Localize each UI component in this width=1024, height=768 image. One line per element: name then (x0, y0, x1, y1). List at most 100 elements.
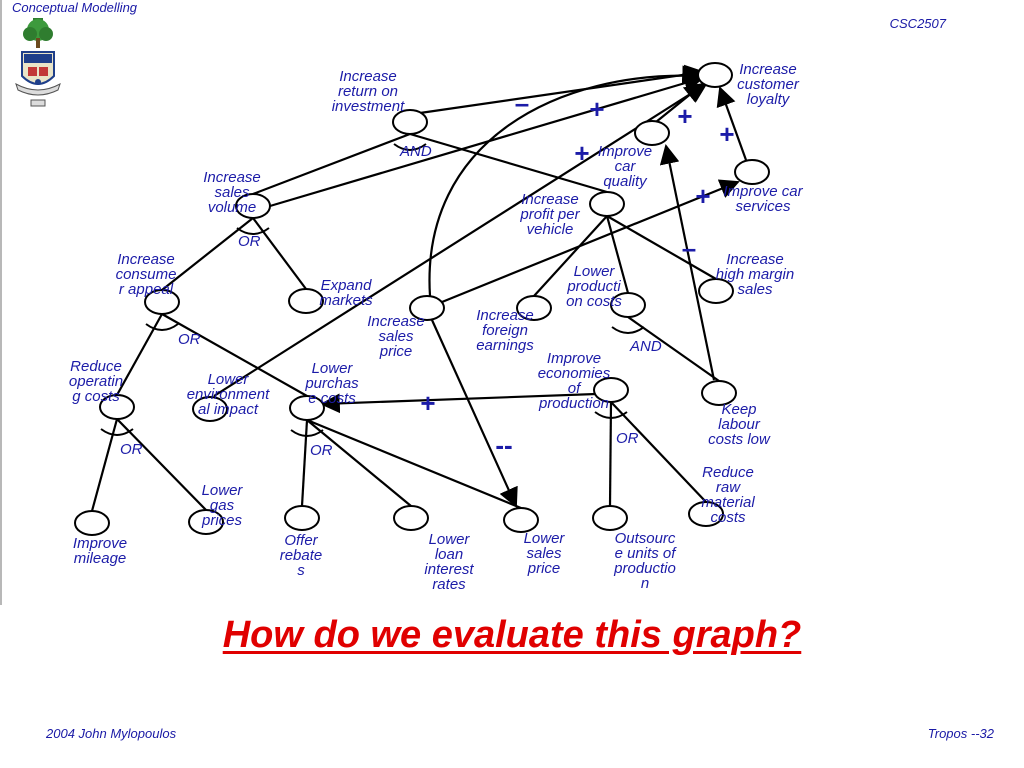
contribution-label-return_on_investment: – (515, 88, 529, 118)
contribution-link-sales_price-car_services (441, 179, 740, 304)
goal-label-line: return on (338, 83, 398, 100)
goal-node-environmental_impact (192, 396, 228, 422)
decomposition-link-economies_of_production-raw_material_costs (610, 401, 707, 503)
goal-node-purchase_costs (289, 395, 325, 421)
goal-label-line: high margin (716, 266, 794, 283)
goal-node-economies_of_production (593, 377, 629, 403)
decomposition-label-production_costs: AND (629, 338, 662, 355)
goal-label-line: r appeal (119, 281, 174, 298)
decomposition-link-sales_volume-consumer_appeal (161, 217, 254, 291)
goal-label-line: Reduce (702, 464, 754, 481)
goal-label-line: consume (116, 266, 177, 283)
goal-node-car_quality (634, 120, 670, 146)
goal-label-line: Improve (598, 143, 652, 160)
goal-label-line: quality (603, 173, 648, 190)
contribution-link-car_services-customer_loyalty (716, 86, 748, 161)
goal-label-line: vehicle (527, 221, 574, 238)
goal-label-line: sales (214, 184, 250, 201)
decomposition-label-operating_costs: OR (120, 441, 143, 458)
goal-node-raw_material_costs (688, 501, 724, 527)
goal-label-line: productio (613, 560, 676, 577)
goal-label-line: services (735, 198, 791, 215)
goal-label-line: producti (566, 278, 621, 295)
goal-node-operating_costs (99, 394, 135, 420)
decomposition-link-operating_costs-gas_prices (116, 418, 207, 511)
goal-label-line: costs (710, 509, 746, 526)
goal-label-line: sales (378, 328, 414, 345)
goal-node-improve_mileage (74, 510, 110, 536)
decomposition-arc-return_on_investment (393, 143, 427, 151)
goal-label-line: Lower (208, 371, 250, 388)
goal-label-line: loan (435, 546, 463, 563)
goal-label-line: on costs (566, 293, 622, 310)
goal-node-offer_rebates (284, 505, 320, 531)
goal-label-line: Improve car (723, 183, 803, 200)
goal-node-consumer_appeal (144, 289, 180, 315)
goal-label-line: Increase (203, 169, 261, 186)
contribution-link-return_on_investment-customer_loyalty (419, 64, 705, 115)
goal-label-line: e units of (615, 545, 678, 562)
decomposition-link-profit_per_vehicle-foreign_earnings (533, 215, 608, 297)
goal-label-line: production (538, 395, 609, 412)
goal-label-line: sales (737, 281, 773, 298)
goal-node-outsource_units (592, 505, 628, 531)
goal-label-line: Increase (739, 61, 797, 78)
decomposition-link-operating_costs-improve_mileage (90, 418, 119, 512)
goal-label-line: prices (201, 512, 243, 529)
goal-label-line: Lower (574, 263, 616, 280)
goal-node-expand_markets (288, 288, 324, 314)
course-code: CSC2507 (889, 16, 946, 31)
contribution-label-car_services: + (719, 119, 734, 149)
university-crest-logo (14, 18, 76, 116)
goal-label-line: gas (210, 497, 235, 514)
goal-label-line: Keep (721, 401, 756, 418)
goal-node-lower_sales_price (503, 507, 539, 533)
goal-label-line: mileage (74, 550, 127, 567)
goal-label-line: e costs (308, 390, 356, 407)
contribution-label-sales_price: -- (495, 430, 512, 460)
goal-label-line: volume (208, 199, 256, 216)
goal-label-line: Improve (547, 350, 601, 367)
contribution-link-sales_volume-customer_loyalty (269, 73, 704, 208)
goal-label-line: Lower (202, 482, 244, 499)
goal-label-line: Lower (524, 530, 566, 547)
goal-label-line: markets (319, 292, 373, 309)
goal-label-line: rebate (280, 547, 323, 564)
goal-node-foreign_earnings (516, 295, 552, 321)
decomposition-link-return_on_investment-profit_per_vehicle (409, 132, 608, 194)
goal-label-line: raw (716, 479, 741, 496)
goal-label-line: Reduce (70, 358, 122, 375)
decomposition-arc-production_costs (611, 326, 645, 334)
contribution-label-sales_volume: + (589, 94, 604, 124)
decomposition-label-economies_of_production: OR (616, 430, 639, 447)
goal-label-line: rates (432, 576, 466, 593)
goal-label-line: investment (332, 98, 405, 115)
goal-label-line: economies (538, 365, 611, 382)
goal-label-line: of (568, 380, 582, 397)
goal-node-labour_costs (701, 380, 737, 406)
goal-label-line: Outsourc (615, 530, 676, 547)
decomposition-link-purchase_costs-loan_interest_rates (306, 419, 412, 507)
decomposition-link-profit_per_vehicle-high_margin_sales (606, 215, 717, 280)
decomposition-link-consumer_appeal-purchase_costs (161, 313, 308, 397)
goal-node-car_services (734, 159, 770, 185)
decomposition-link-profit_per_vehicle-production_costs (605, 215, 630, 294)
decomposition-label-return_on_investment: AND (399, 143, 432, 160)
decomposition-label-sales_volume: OR (238, 233, 261, 250)
decomposition-label-purchase_costs: OR (310, 442, 333, 459)
goal-label-line: loyalty (747, 91, 791, 108)
decomposition-label-consumer_appeal: OR (178, 331, 201, 348)
goal-node-profit_per_vehicle (589, 191, 625, 217)
